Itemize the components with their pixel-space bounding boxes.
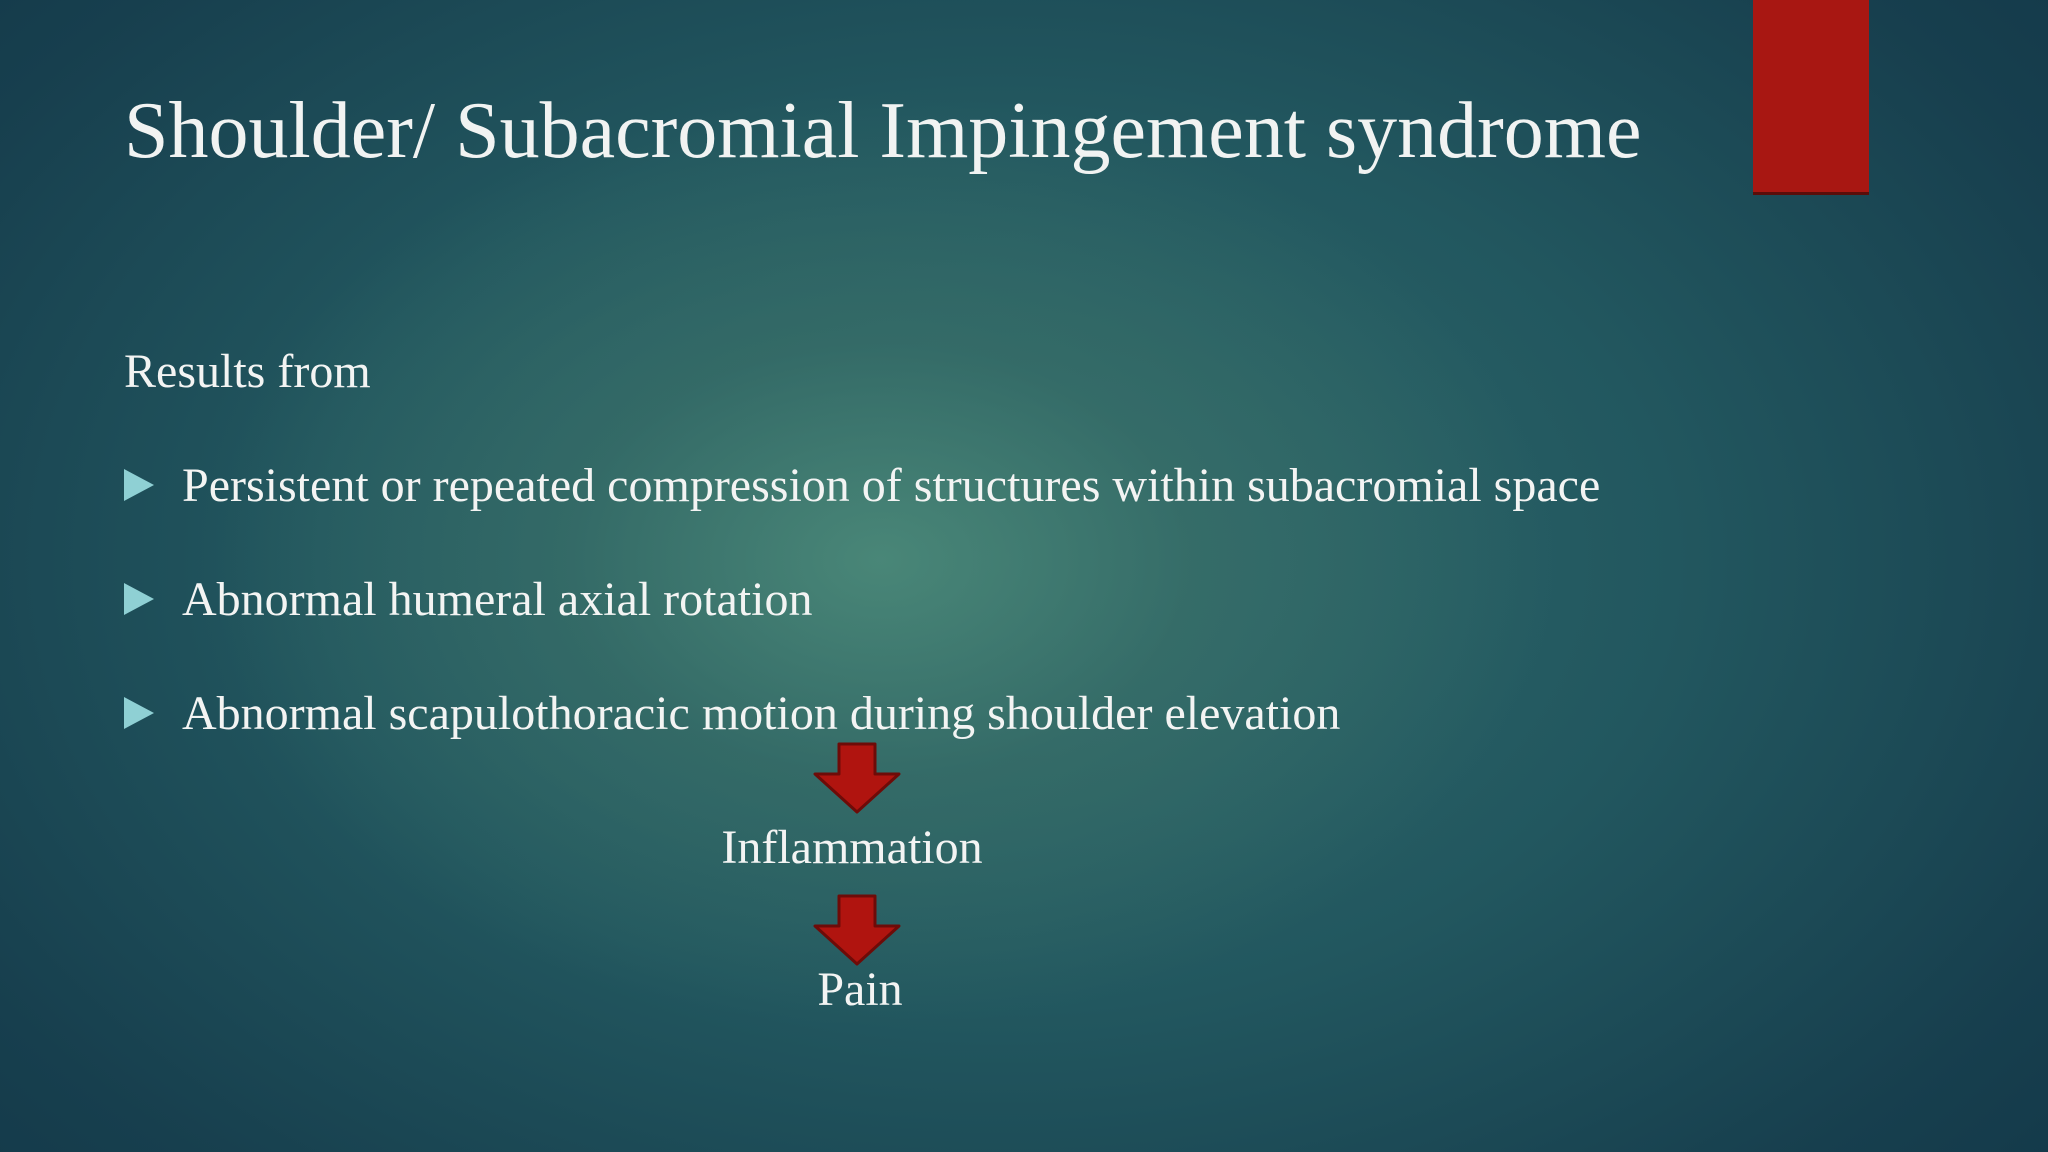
bullet-text: Abnormal scapulothoracic motion during s… — [182, 686, 1341, 740]
arrow-down-icon — [813, 894, 901, 966]
arrow-down-icon — [813, 742, 901, 814]
bullet-item: Persistent or repeated compression of st… — [124, 455, 1600, 515]
bullet-item: Abnormal humeral axial rotation — [124, 569, 1600, 629]
accent-bar — [1753, 0, 1869, 192]
slide-title: Shoulder/ Subacromial Impingement syndro… — [124, 87, 1642, 175]
bullet-item: Abnormal scapulothoracic motion during s… — [124, 683, 1600, 743]
triangle-right-icon — [124, 697, 154, 729]
bullet-list: Persistent or repeated compression of st… — [124, 455, 1600, 797]
intro-text: Results from — [124, 345, 371, 398]
bullet-text: Abnormal humeral axial rotation — [182, 572, 813, 626]
flow-label-pain: Pain — [817, 963, 903, 1016]
bullet-text: Persistent or repeated compression of st… — [182, 458, 1601, 512]
triangle-right-icon — [124, 469, 154, 501]
flow-label-inflammation: Inflammation — [721, 821, 983, 874]
triangle-right-icon — [124, 583, 154, 615]
